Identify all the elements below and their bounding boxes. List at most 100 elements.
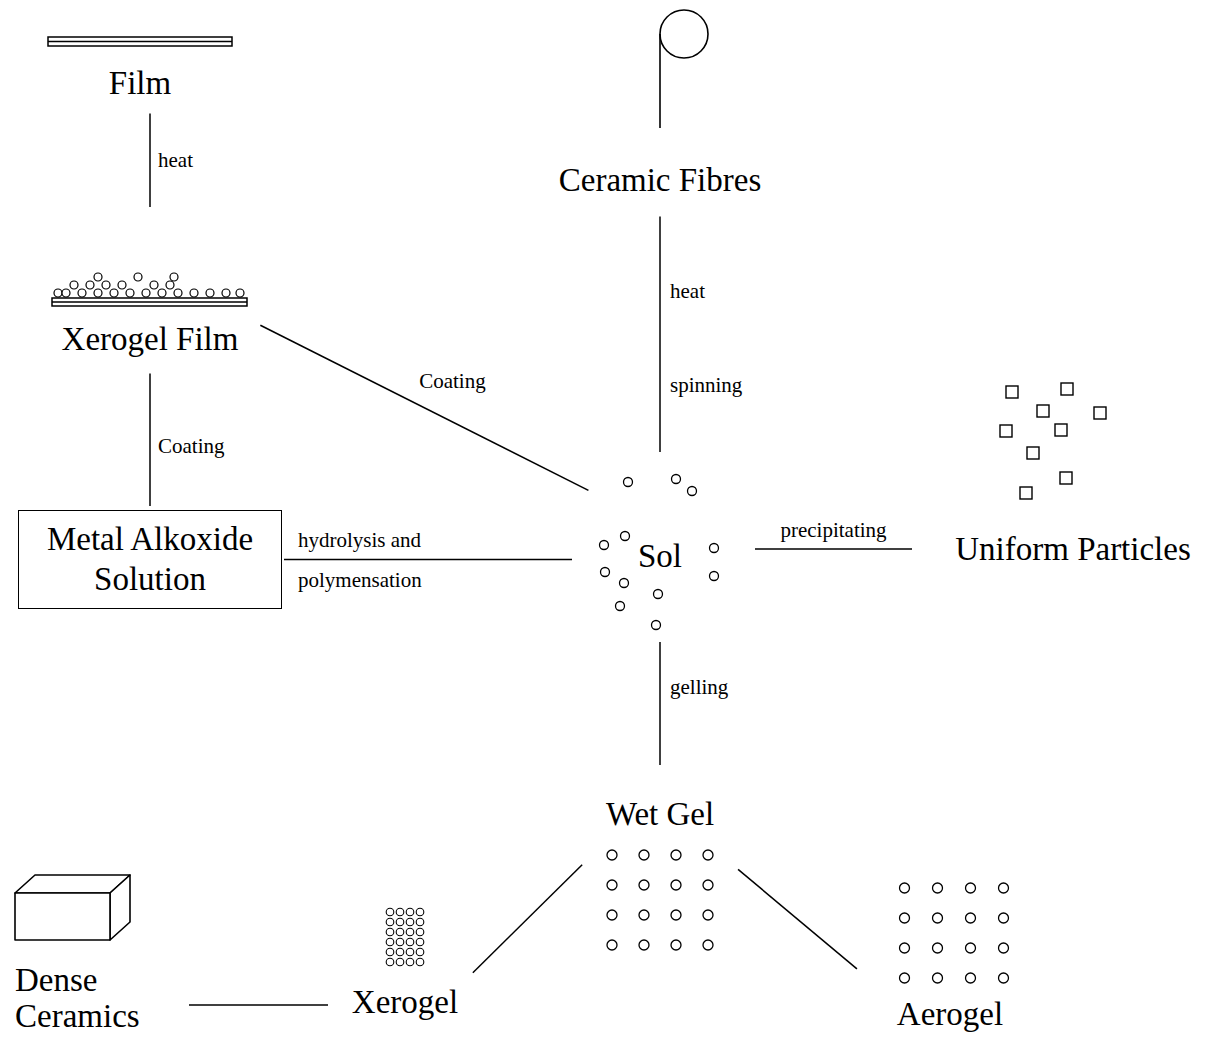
particle [158, 289, 166, 297]
particle [94, 289, 102, 297]
particle [1037, 405, 1049, 417]
product-label: Xerogel [340, 905, 470, 1023]
connector-line [659, 642, 661, 765]
particle [222, 289, 230, 297]
connector-line [260, 325, 588, 490]
edge-label: precipitating [780, 518, 886, 543]
particle [1061, 383, 1073, 395]
particle [710, 572, 719, 581]
dense-ceramic-block [15, 875, 130, 940]
node-text: Metal Alkoxide Solution [27, 520, 273, 599]
product-label: Dense Ceramics [15, 870, 175, 1035]
connector-line [284, 559, 572, 561]
node-text: Film [40, 64, 240, 104]
particle [54, 289, 62, 297]
edge-label: Coating [419, 369, 486, 394]
particle [78, 289, 86, 297]
particle [94, 273, 102, 281]
uniform-particles-illustration [1000, 383, 1106, 499]
particle [236, 289, 244, 297]
node-text: Ceramic Fibres [535, 161, 785, 201]
aerogel-network [888, 873, 1020, 993]
connector-line [473, 865, 582, 973]
particle [70, 281, 78, 289]
node-text: Xerogel Film [45, 320, 255, 360]
particle [621, 532, 630, 541]
particle [600, 541, 609, 550]
particle [654, 590, 663, 599]
particle [624, 478, 633, 487]
particle [126, 289, 134, 297]
node-text: Wet Gel [585, 795, 735, 835]
particle [174, 289, 182, 297]
connector-line [149, 374, 151, 506]
particle [86, 281, 94, 289]
node-text: Aerogel [860, 996, 1040, 1032]
product-label: Wet Gel [585, 795, 735, 955]
particle [1027, 447, 1039, 459]
wet-gel-network [596, 840, 724, 960]
film-layer [48, 37, 232, 46]
connector-line [149, 114, 151, 207]
process-label: heat [670, 279, 705, 304]
block-face [110, 875, 130, 940]
particle [601, 568, 610, 577]
xerogel-network [385, 907, 425, 967]
xerogel-film-illustration [52, 273, 247, 306]
particle [150, 281, 158, 289]
particle [134, 273, 142, 281]
sol-particles [600, 475, 719, 630]
particle [1020, 487, 1032, 499]
fibre-illustration [660, 10, 708, 128]
product-label: Film [40, 30, 240, 104]
film-layer [48, 41, 232, 43]
product-label: Uniform Particles [950, 380, 1196, 570]
connector-line [738, 869, 857, 968]
particle [672, 475, 681, 484]
particle [688, 487, 697, 496]
film-illustration [48, 37, 232, 46]
particle [102, 281, 110, 289]
edge-label: hydrolysis and polymensation [298, 520, 488, 600]
node-text: Dense Ceramics [15, 962, 175, 1035]
particle [142, 289, 150, 297]
product-label: Aerogel [860, 880, 1040, 1032]
particle [170, 273, 178, 281]
particle [1000, 425, 1012, 437]
particle [166, 281, 174, 289]
block-face [15, 893, 110, 940]
connector-line [189, 1004, 328, 1006]
connector-line [755, 548, 912, 550]
edge-label: gelling [670, 675, 728, 700]
edge-label: Coating [158, 434, 225, 459]
substrate [52, 301, 247, 303]
substrate [52, 298, 247, 306]
particle [620, 579, 629, 588]
product-label: Ceramic Fibres [535, 15, 785, 201]
node-text: Xerogel [340, 983, 470, 1023]
particle [1006, 386, 1018, 398]
particle [206, 289, 214, 297]
process-box: Metal Alkoxide Solution [18, 510, 282, 609]
particle [1055, 424, 1067, 436]
particle [1094, 407, 1106, 419]
particle [1060, 472, 1072, 484]
particle [110, 289, 118, 297]
connector-line [659, 217, 661, 452]
particle [118, 281, 126, 289]
product-label: Xerogel Film [45, 262, 255, 360]
fibre-strand [659, 34, 661, 128]
particle [62, 289, 70, 297]
particle [190, 289, 198, 297]
edge-label: spinning [670, 373, 742, 398]
node-text: Sol [638, 537, 682, 577]
particle [652, 621, 661, 630]
node-text: Uniform Particles [950, 530, 1196, 570]
fibre-loop [660, 10, 708, 58]
sol-node: Sol [592, 476, 728, 638]
edge-label: heat [158, 148, 193, 173]
particle [710, 544, 719, 553]
particle [616, 602, 625, 611]
